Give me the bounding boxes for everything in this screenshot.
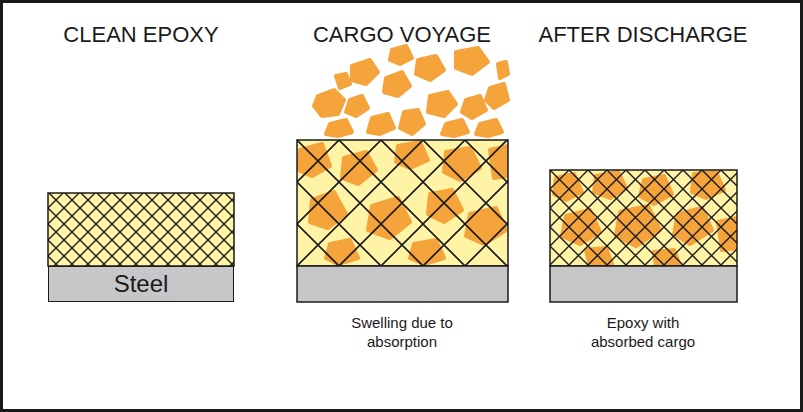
caption-note: Swelling due to absorption	[342, 314, 462, 352]
plate-label: Steel	[114, 271, 169, 297]
clean-epoxy-layer	[48, 193, 234, 266]
steel-plate	[550, 266, 737, 302]
cargo-chunks	[314, 46, 508, 136]
caption-note: Epoxy with absorbed cargo	[583, 314, 703, 352]
column-heading: CARGO VOYAGE	[277, 21, 527, 49]
steel-plate	[297, 266, 508, 302]
column-heading: CLEAN EPOXY	[26, 21, 256, 49]
absorbed-epoxy-layer	[550, 170, 737, 266]
steel-plate: Steel	[48, 266, 234, 302]
swollen-epoxy-layer	[297, 140, 508, 266]
column-heading: AFTER DISCHARGE	[518, 21, 768, 49]
